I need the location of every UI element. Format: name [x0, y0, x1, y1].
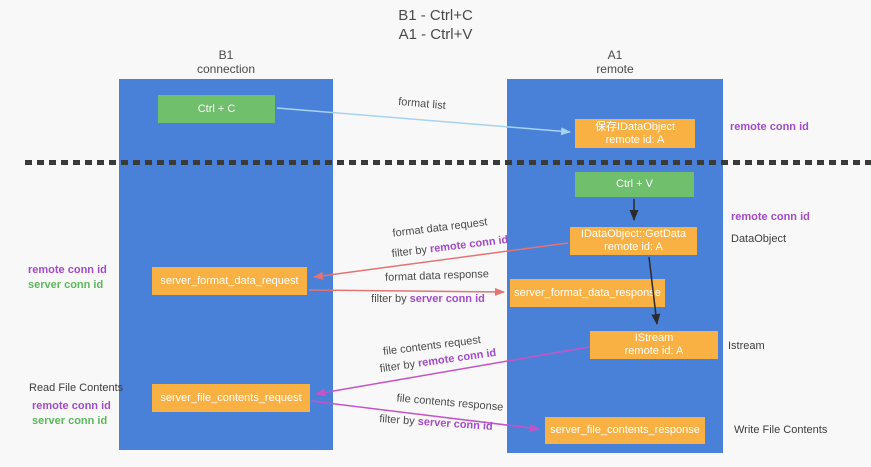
node-server-format-data-response: server_format_data_response — [510, 279, 665, 307]
annotation-remote-conn-id-left: remote conn id — [28, 264, 107, 276]
getdata-line2: remote id: A — [604, 241, 663, 253]
remote-conn-id-text: remote conn id — [429, 233, 509, 256]
ctrl-c-label: Ctrl + C — [197, 102, 236, 115]
istream-line2: remote id: A — [624, 345, 684, 357]
label-filter-by-server-1: filter by server conn id — [368, 293, 488, 305]
server-format-data-request-label: server_format_data_request — [160, 274, 299, 287]
annotation-remote-conn-id-mid-right: remote conn id — [731, 211, 810, 223]
getdata-line1: IDataObject::GetData — [580, 228, 687, 240]
dashed-divider — [25, 160, 871, 165]
lane-a1-subtitle: remote — [596, 62, 634, 76]
save-idataobject-line1: 保存IDataObject — [594, 120, 676, 133]
node-server-file-contents-request: server_file_contents_request — [152, 384, 310, 412]
title-line-2: A1 - Ctrl+V — [398, 26, 473, 43]
server-conn-id-text: server conn id — [409, 293, 485, 305]
filter-by-text: filter by — [379, 357, 419, 376]
annotation-remote-conn-id-top-right: remote conn id — [730, 121, 809, 133]
node-server-file-contents-response: server_file_contents_response — [545, 417, 705, 444]
annotation-istream: Istream — [728, 340, 765, 352]
node-ctrl-v: Ctrl + V — [575, 172, 694, 197]
lane-a1-title: A1 — [607, 48, 623, 62]
istream-line1: IStream — [634, 332, 674, 344]
server-file-contents-response-label: server_file_contents_response — [550, 424, 700, 436]
title-line-1: B1 - Ctrl+C — [398, 7, 473, 24]
label-filter-by-server-2: filter by server conn id — [376, 413, 497, 433]
arrow-format-data-response — [308, 287, 505, 296]
annotation-remote-conn-id-left2: remote conn id — [32, 400, 111, 412]
label-format-data-response: format data response — [384, 268, 490, 284]
node-istream: IStream remote id: A — [590, 331, 718, 359]
annotation-write-file-contents: Write File Contents — [734, 424, 828, 436]
node-save-idataobject: 保存IDataObject remote id: A — [575, 119, 695, 148]
label-file-contents-response: file contents response — [396, 392, 504, 414]
diagram-title: B1 - Ctrl+C A1 - Ctrl+V — [0, 6, 871, 44]
lane-b1-subtitle: connection — [196, 62, 256, 76]
filter-by-text: filter by — [371, 293, 410, 305]
annotation-server-conn-id-left: server conn id — [28, 279, 104, 291]
annotation-server-conn-id-left2: server conn id — [32, 415, 108, 427]
server-file-contents-request-label: server_file_contents_request — [160, 391, 302, 404]
node-ctrl-c: Ctrl + C — [158, 95, 275, 123]
node-server-format-data-request: server_format_data_request — [152, 267, 307, 295]
node-idataobject-getdata: IDataObject::GetData remote id: A — [570, 227, 697, 255]
save-idataobject-line2: remote id: A — [605, 133, 665, 146]
label-format-list: format list — [397, 95, 447, 113]
lane-header-b1: B1 connection — [119, 48, 333, 76]
server-conn-id-text: server conn id — [417, 415, 494, 433]
filter-by-text: filter by — [378, 413, 419, 428]
annotation-read-file-contents: Read File Contents — [29, 382, 124, 394]
server-format-data-response-label: server_format_data_response — [514, 286, 661, 299]
lane-header-a1: A1 remote — [507, 48, 723, 76]
annotation-dataobject: DataObject — [731, 233, 787, 245]
filter-by-text: filter by — [391, 243, 431, 261]
ctrl-v-label: Ctrl + V — [616, 178, 653, 190]
lane-b1-title: B1 — [218, 48, 234, 62]
